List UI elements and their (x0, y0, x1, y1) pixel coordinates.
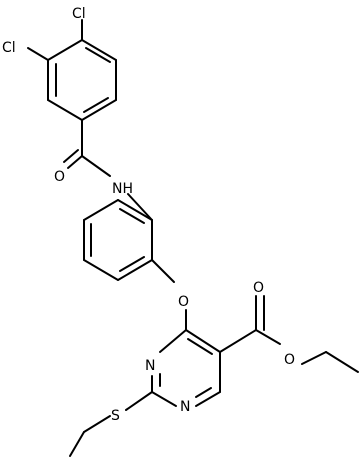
bond (325, 351, 359, 373)
carbonyl-oxygen-atom-label: O (253, 280, 264, 296)
ring-nitrogen-atom-label: N (145, 358, 155, 374)
bond (127, 193, 153, 221)
bond (67, 155, 83, 169)
bond (151, 391, 177, 407)
amide-oxygen-atom-label: O (54, 169, 65, 185)
bond (83, 259, 119, 281)
bond (159, 329, 187, 353)
bond (81, 155, 111, 177)
chlorine-atom-label: Cl (2, 40, 16, 56)
bond (301, 351, 327, 365)
bond (117, 259, 153, 281)
bond (117, 199, 153, 221)
chlorine-atom-label: Cl (72, 6, 86, 22)
amide-nitrogen-atom-label: NH (112, 181, 133, 197)
bond (83, 415, 111, 433)
bond-layer (27, 19, 359, 457)
bond (255, 329, 281, 345)
bond (27, 47, 49, 61)
bond (119, 208, 145, 224)
ring-nitrogen-atom-label: N (180, 399, 190, 415)
ether-oxygen-atom-label: O (178, 294, 189, 310)
bond (81, 39, 117, 61)
bond (125, 391, 153, 411)
bond (119, 256, 145, 272)
bond (195, 387, 212, 398)
bond (83, 199, 119, 221)
bond (195, 391, 221, 407)
bond (47, 99, 83, 121)
sulfur-atom-label: S (111, 408, 120, 424)
bond (63, 149, 79, 163)
bond (81, 99, 117, 121)
ester-oxygen-atom-label: O (284, 352, 295, 368)
bond (83, 97, 109, 113)
bond (85, 47, 111, 63)
bond (187, 338, 213, 355)
bond (69, 431, 85, 457)
bond (185, 329, 221, 353)
atom-label-layer: Cl Cl O NH O N N S O O (2, 6, 295, 424)
bond (151, 259, 175, 283)
bond (47, 39, 83, 61)
bond (219, 329, 257, 353)
